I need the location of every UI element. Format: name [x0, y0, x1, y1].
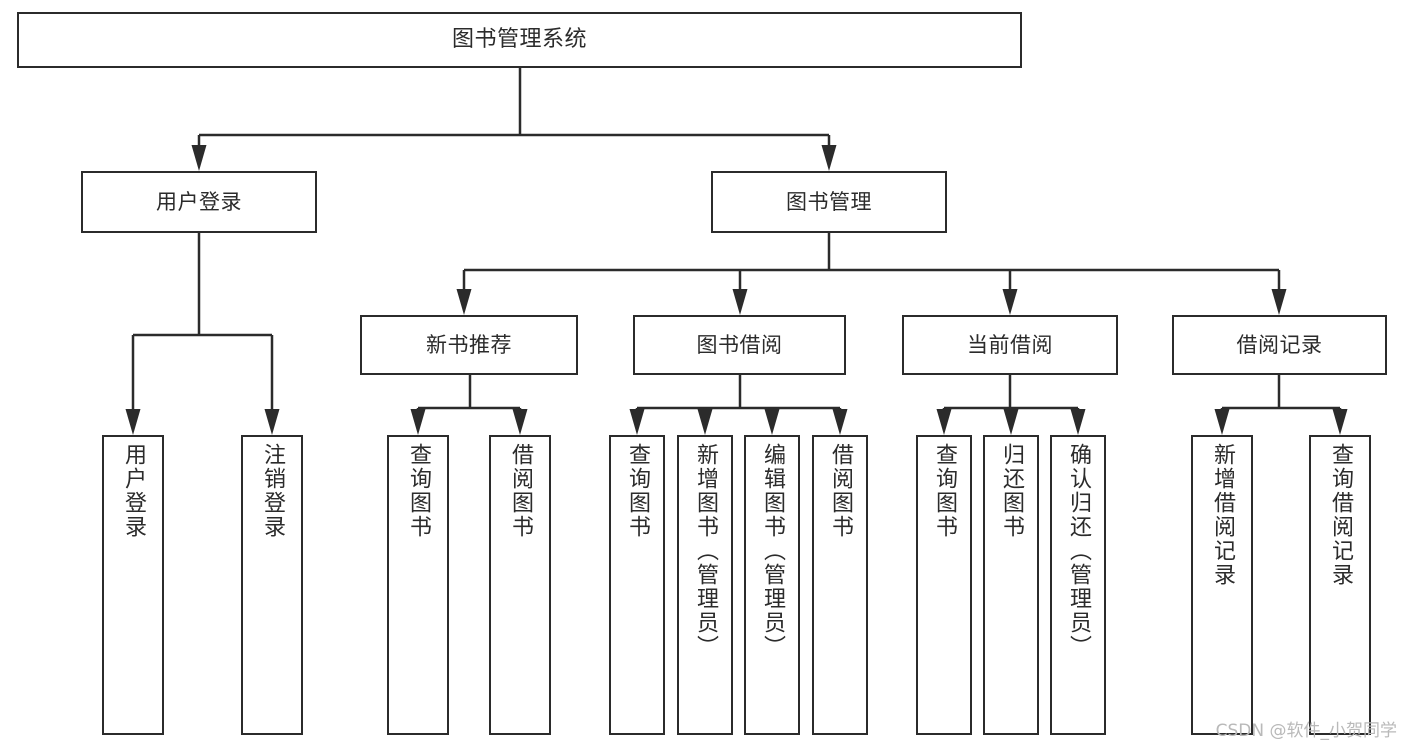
arrow-head-11 [697, 409, 713, 435]
arrow-head-17 [1214, 409, 1230, 435]
node-leaf-confirm-return[interactable]: 确认归还（管理员） [1050, 435, 1106, 735]
arrow-head-10 [629, 409, 645, 435]
watermark-label: CSDN @软件_小贺同学 [1215, 721, 1397, 741]
node-label: 新增借阅记录 [1210, 443, 1235, 587]
node-leaf-query-record[interactable]: 查询借阅记录 [1309, 435, 1371, 735]
arrow-head-4 [1002, 289, 1018, 315]
node-label: 编辑图书（管理员） [760, 443, 785, 659]
node-leaf-logout[interactable]: 注销登录 [241, 435, 303, 735]
arrow-head-5 [1271, 289, 1287, 315]
node-leaf-query-book-3[interactable]: 查询图书 [916, 435, 972, 735]
node-label: 查询图书 [625, 443, 650, 539]
arrow-head-6 [125, 409, 141, 435]
arrow-head-9 [512, 409, 528, 435]
node-borrow-record[interactable]: 借阅记录 [1172, 315, 1387, 375]
node-book-manage[interactable]: 图书管理 [711, 171, 947, 233]
node-label: 当前借阅 [967, 332, 1053, 357]
node-label: 用户登录 [121, 443, 146, 539]
node-label: 查询借阅记录 [1328, 443, 1353, 587]
node-label: 注销登录 [260, 443, 285, 539]
node-label: 确认归还（管理员） [1066, 443, 1091, 659]
node-leaf-add-record[interactable]: 新增借阅记录 [1191, 435, 1253, 735]
arrow-head-7 [264, 409, 280, 435]
node-leaf-query-book-1[interactable]: 查询图书 [387, 435, 449, 735]
node-label: 借阅图书 [508, 443, 533, 539]
node-label: 查询图书 [932, 443, 957, 539]
node-current-borrow[interactable]: 当前借阅 [902, 315, 1118, 375]
node-label: 图书管理系统 [451, 27, 587, 53]
node-label: 图书借阅 [696, 332, 783, 357]
arrow-head-0 [191, 145, 207, 171]
arrow-head-15 [1003, 409, 1019, 435]
node-leaf-borrow-book-1[interactable]: 借阅图书 [489, 435, 551, 735]
node-leaf-return-book[interactable]: 归还图书 [983, 435, 1039, 735]
arrow-head-16 [1070, 409, 1086, 435]
node-leaf-user-login[interactable]: 用户登录 [102, 435, 164, 735]
node-label: 新书推荐 [426, 332, 512, 357]
node-label: 新增图书（管理员） [693, 443, 718, 659]
arrow-head-13 [832, 409, 848, 435]
arrow-head-2 [456, 289, 472, 315]
arrow-head-8 [410, 409, 426, 435]
node-label: 借阅记录 [1236, 332, 1323, 357]
arrow-head-12 [764, 409, 780, 435]
arrow-head-1 [821, 145, 837, 171]
node-root[interactable]: 图书管理系统 [17, 12, 1022, 68]
node-user-login[interactable]: 用户登录 [81, 171, 317, 233]
node-label: 查询图书 [406, 443, 431, 539]
node-label: 归还图书 [999, 443, 1024, 539]
node-label: 借阅图书 [828, 443, 853, 539]
arrow-head-18 [1332, 409, 1348, 435]
arrow-head-14 [936, 409, 952, 435]
node-label: 用户登录 [156, 189, 242, 214]
node-leaf-edit-book[interactable]: 编辑图书（管理员） [744, 435, 800, 735]
node-new-book-recommend[interactable]: 新书推荐 [360, 315, 578, 375]
node-leaf-add-book[interactable]: 新增图书（管理员） [677, 435, 733, 735]
arrow-head-3 [732, 289, 748, 315]
node-leaf-borrow-book-2[interactable]: 借阅图书 [812, 435, 868, 735]
node-leaf-query-book-2[interactable]: 查询图书 [609, 435, 665, 735]
node-label: 图书管理 [786, 189, 872, 214]
node-book-borrow[interactable]: 图书借阅 [633, 315, 846, 375]
